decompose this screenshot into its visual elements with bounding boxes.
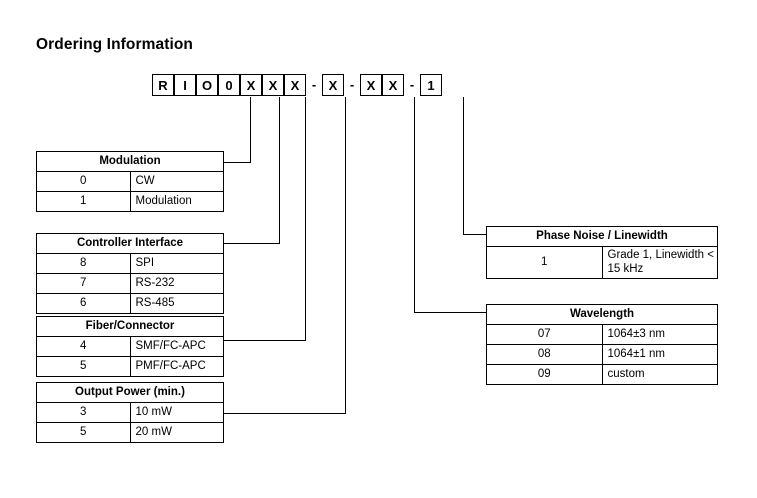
- leader-line-phase-noise-horizontal: [463, 234, 487, 236]
- table-phase-noise-linewidth: Phase Noise / Linewidth 1 Grade 1, Linew…: [486, 226, 718, 279]
- table-modulation-code-0: 0: [37, 171, 131, 192]
- table-controller-interface: Controller Interface 8 SPI 7 RS-232 6 RS…: [36, 233, 224, 314]
- part-number-cell-8: X: [322, 74, 344, 96]
- table-row: 1 Modulation: [37, 191, 223, 211]
- leader-line-controller-vertical: [279, 97, 281, 244]
- part-number-cell-4: 0: [218, 74, 240, 96]
- table-output-power-desc-1: 20 mW: [130, 422, 223, 442]
- table-wavelength-desc-1: 1064±1 nm: [602, 344, 717, 365]
- table-row: 6 RS-485: [37, 293, 223, 313]
- table-output-power-code-0: 3: [37, 402, 131, 423]
- part-number-separator-3: -: [409, 77, 415, 92]
- leader-line-output-power-horizontal: [224, 413, 346, 415]
- part-number-separator-2: -: [349, 77, 355, 92]
- table-wavelength-desc-0: 1064±3 nm: [607, 328, 665, 340]
- part-number-cell-5: X: [240, 74, 262, 96]
- leader-line-wavelength-vertical: [414, 97, 416, 313]
- part-number-separator-1: -: [311, 77, 317, 92]
- part-number-cell-7: X: [284, 74, 306, 96]
- table-modulation-desc-0: CW: [135, 175, 155, 187]
- table-output-power-header: Output Power (min.): [37, 383, 223, 403]
- part-number-cell-11: 1: [420, 74, 442, 96]
- table-row: 08 1064±1 nm: [487, 344, 717, 365]
- table-row: 3 10 mW: [37, 402, 223, 423]
- part-number-cell-6: X: [262, 74, 284, 96]
- table-phase-noise-code-0: 1: [487, 246, 603, 278]
- leader-line-fiber-horizontal: [224, 340, 306, 342]
- table-row: 4 SMF/FC-APC: [37, 336, 223, 357]
- table-fiber-connector-header: Fiber/Connector: [37, 317, 223, 337]
- page-title: Ordering Information: [36, 36, 193, 53]
- leader-line-output-power-vertical: [345, 97, 347, 414]
- table-controller-code-0: 8: [37, 253, 131, 274]
- table-modulation: Modulation 0 CW 1 Modulation: [36, 151, 224, 212]
- table-output-power-code-1: 5: [37, 422, 131, 442]
- table-row: 1 Grade 1, Linewidth < 15 kHz: [487, 246, 717, 278]
- table-wavelength-header: Wavelength: [487, 305, 717, 325]
- table-row: 07 1064±3 nm: [487, 324, 717, 345]
- table-controller-desc-0: SPI: [135, 257, 155, 269]
- table-row: 0 CW: [37, 171, 223, 192]
- part-number-cell-2: I: [174, 74, 196, 96]
- table-fiber-desc-0: SMF/FC-APC: [135, 340, 206, 352]
- table-output-power-desc-0: 10 mW: [135, 406, 172, 418]
- leader-line-modulation-vertical: [250, 97, 252, 163]
- table-wavelength: Wavelength 07 1064±3 nm 08 1064±1 nm 09 …: [486, 304, 718, 385]
- table-wavelength-code-2: 09: [487, 364, 603, 384]
- table-modulation-code-1: 1: [37, 191, 131, 211]
- table-phase-noise-header: Phase Noise / Linewidth: [487, 227, 717, 247]
- leader-line-phase-noise-vertical: [463, 97, 465, 235]
- table-wavelength-code-0: 07: [487, 324, 603, 345]
- table-phase-noise-desc-0: Grade 1, Linewidth < 15 kHz: [607, 249, 714, 275]
- table-row: 5 20 mW: [37, 422, 223, 442]
- part-number-cell-10: X: [382, 74, 404, 96]
- table-row: 09 custom: [487, 364, 717, 384]
- table-modulation-header: Modulation: [37, 152, 223, 172]
- table-fiber-connector: Fiber/Connector 4 SMF/FC-APC 5 PMF/FC-AP…: [36, 316, 224, 377]
- part-number-row: R I O 0 X X X - X - X X - 1: [152, 73, 442, 97]
- table-fiber-code-1: 5: [37, 356, 131, 376]
- table-controller-code-2: 6: [37, 293, 131, 313]
- part-number-cell-9: X: [360, 74, 382, 96]
- table-controller-code-1: 7: [37, 273, 131, 294]
- leader-line-fiber-vertical: [305, 97, 307, 341]
- table-wavelength-code-1: 08: [487, 344, 603, 365]
- table-row: 8 SPI: [37, 253, 223, 274]
- table-wavelength-desc-2: custom: [602, 364, 717, 384]
- table-fiber-code-0: 4: [37, 336, 131, 357]
- table-controller-desc-1: RS-232: [130, 273, 223, 294]
- table-controller-interface-header: Controller Interface: [37, 234, 223, 254]
- leader-line-modulation-horizontal: [224, 162, 251, 164]
- table-row: 7 RS-232: [37, 273, 223, 294]
- leader-line-wavelength-horizontal: [414, 312, 487, 314]
- leader-line-controller-horizontal: [224, 243, 280, 245]
- table-fiber-desc-1: PMF/FC-APC: [130, 356, 223, 376]
- part-number-cell-3: O: [196, 74, 218, 96]
- table-modulation-desc-1: Modulation: [130, 191, 223, 211]
- part-number-cell-1: R: [152, 74, 174, 96]
- table-output-power: Output Power (min.) 3 10 mW 5 20 mW: [36, 382, 224, 443]
- table-controller-desc-2: RS-485: [130, 293, 223, 313]
- table-row: 5 PMF/FC-APC: [37, 356, 223, 376]
